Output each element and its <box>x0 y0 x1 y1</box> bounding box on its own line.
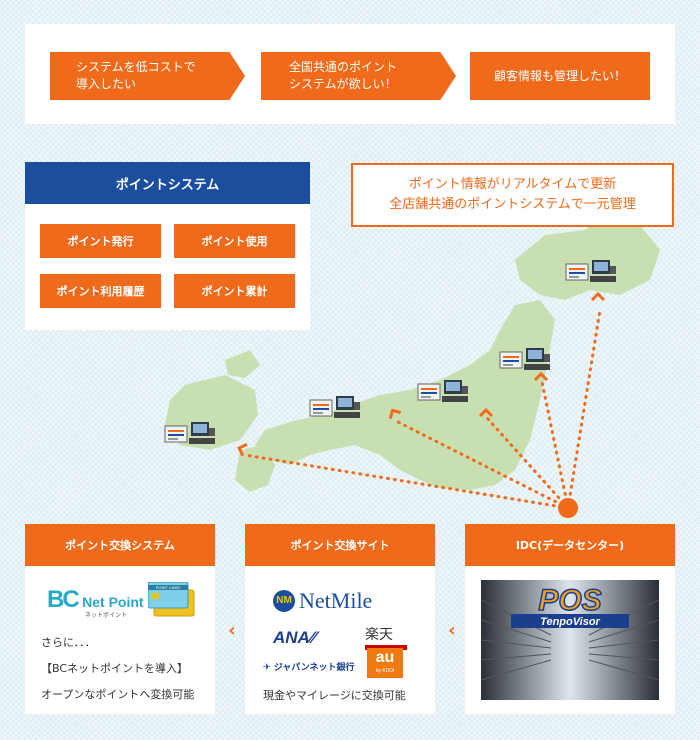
realtime-callout: ポイント情報がリアルタイムで更新 全店舗共通のポイントシステムで一元管理 <box>351 163 674 227</box>
point-exchange-system-title: ポイント交換システム <box>25 524 215 566</box>
japan-network-map <box>164 215 660 518</box>
svg-text:TenpoVisor: TenpoVisor <box>540 616 600 628</box>
callout-line-2: 全店舗共通のポイントシステムで一元管理 <box>389 197 636 212</box>
ana-logo: ANA⁄⁄ <box>273 628 316 647</box>
exchange-text-3: オープンなポイントへ変換可能 <box>41 688 195 701</box>
idc-panel: IDC(データセンター) POS TenpoVisor <box>465 524 675 714</box>
need-customer-management: 顧客情報も管理したい！ <box>470 52 650 100</box>
point-issue-button: ポイント発行 <box>40 224 161 258</box>
japan-landmass <box>165 215 660 492</box>
server-room-image: POS TenpoVisor <box>481 580 659 700</box>
au-logo: au by KDDI <box>367 648 403 678</box>
point-exchange-site-panel: ポイント交換サイト NM NetMile ANA⁄⁄ 楽天 ✈ ジャパンネット銀… <box>245 524 435 714</box>
need-low-cost: システムを低コストで 導入したい <box>50 52 245 100</box>
svg-text:POS: POS <box>538 584 601 617</box>
point-use-button: ポイント使用 <box>174 224 295 258</box>
need-nationwide-points: 全国共通のポイント システムが欲しい！ <box>261 52 456 100</box>
idc-title: IDC(データセンター) <box>465 524 675 566</box>
netmile-logo: NM NetMile <box>273 588 372 614</box>
svg-text:POINT CARD: POINT CARD <box>156 585 181 590</box>
point-history-button: ポイント利用履歴 <box>40 274 161 308</box>
exchange-site-caption: 現金やマイレージに交換可能 <box>263 689 406 702</box>
idc-hub-dot <box>558 498 578 518</box>
pos-terminal-kansai <box>309 395 361 419</box>
exchange-text-2: 【BCネットポイントを導入】 <box>41 662 189 675</box>
point-exchange-site-title: ポイント交換サイト <box>245 524 435 566</box>
point-card-icon: POINT CARD <box>148 582 195 617</box>
rakuten-logo: 楽天 <box>365 624 407 650</box>
point-total-button: ポイント累計 <box>174 274 295 308</box>
bc-netpoint-logo: BC Net Point ネットポイント <box>47 586 144 619</box>
point-exchange-system-panel: ポイント交換システム BC Net Point ネットポイント POINT CA… <box>25 524 215 714</box>
needs-panel: システムを低コストで 導入したい 全国共通のポイント システムが欲しい！ 顧客情… <box>25 24 675 124</box>
exchange-text-1: さらに．．． <box>41 636 96 649</box>
japannet-bank-logo: ✈ ジャパンネット銀行 <box>263 663 355 673</box>
network-connections <box>243 308 602 510</box>
point-system-panel: ポイントシステム ポイント発行 ポイント使用 ポイント利用履歴 ポイント累計 <box>25 162 310 330</box>
callout-line-1: ポイント情報がリアルタイムで更新 <box>408 177 617 192</box>
flow-chevron-2: ‹ <box>448 620 456 641</box>
flow-chevron-1: ‹ <box>228 620 236 641</box>
point-system-title: ポイントシステム <box>25 162 310 204</box>
